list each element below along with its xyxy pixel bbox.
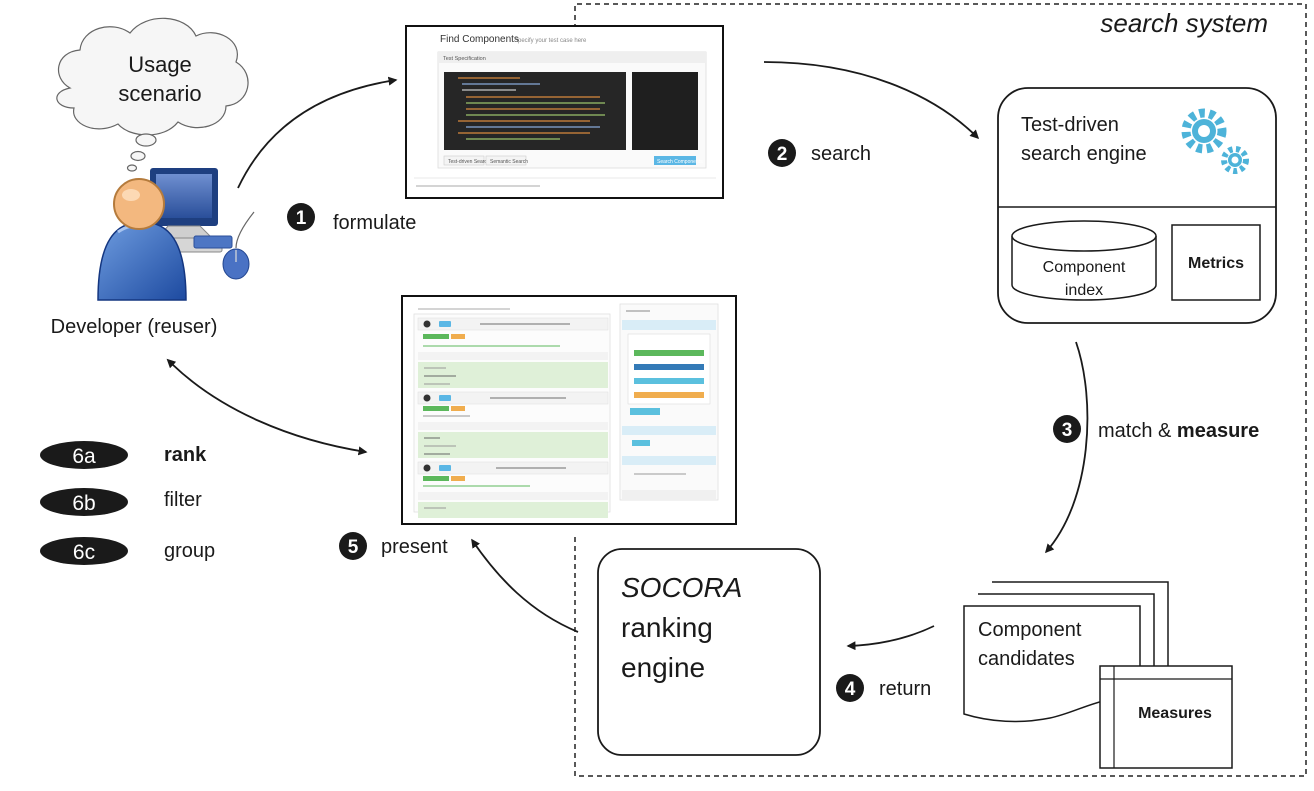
result-card-1 bbox=[417, 317, 609, 388]
step-4-num: 4 bbox=[845, 679, 856, 700]
step-4-label: return bbox=[879, 678, 931, 700]
find-components-subtitle: Specify your test case here bbox=[514, 38, 587, 44]
step-1-num: 1 bbox=[296, 208, 307, 229]
action-6a: 6a rank bbox=[40, 441, 207, 469]
usage-scenario-line1: Usage bbox=[128, 52, 192, 77]
ranking-line3: engine bbox=[621, 652, 705, 683]
metrics-box bbox=[1171, 224, 1261, 301]
flow-arrows bbox=[166, 61, 1089, 651]
step-2-num: 2 bbox=[777, 144, 788, 165]
measures-table bbox=[1099, 665, 1233, 769]
action-6c: 6c group bbox=[40, 537, 215, 565]
search-engine-line2: search engine bbox=[1021, 143, 1147, 165]
action-6a-label: rank bbox=[164, 444, 207, 466]
measures-label: Measures bbox=[1138, 705, 1212, 722]
usage-scenario-line2: scenario bbox=[118, 81, 201, 106]
candidates-line2: candidates bbox=[978, 648, 1075, 670]
action-6a-tag: 6a bbox=[72, 445, 96, 468]
candidates-line1: Component bbox=[978, 619, 1082, 641]
result-card-2 bbox=[417, 391, 609, 458]
search-system-boundary: search system bbox=[574, 3, 1307, 777]
action-6b-label: filter bbox=[164, 489, 202, 511]
find-components-screen: Find Components Specify your test case h… bbox=[405, 25, 724, 199]
arrow-present bbox=[471, 538, 579, 633]
step-3: 3 match & measure bbox=[1053, 415, 1259, 443]
action-6c-label: group bbox=[164, 540, 215, 562]
component-index-cylinder: Component index bbox=[1011, 220, 1157, 301]
ranking-line1: SOCORA bbox=[621, 572, 742, 603]
arrow-search bbox=[763, 61, 980, 140]
search-system-label: search system bbox=[1100, 8, 1268, 38]
results-screen bbox=[401, 295, 737, 525]
component-index-line1: Component bbox=[1043, 259, 1126, 276]
test-spec-panel-title: Test Specification bbox=[443, 56, 486, 62]
step-5: 5 present bbox=[339, 532, 448, 560]
step-4: 4 return bbox=[836, 674, 931, 702]
step-5-label: present bbox=[381, 536, 448, 558]
developer-icon: Developer (reuser) bbox=[51, 168, 255, 338]
step-2-label: search bbox=[811, 143, 871, 165]
search-engine-line1: Test-driven bbox=[1021, 114, 1119, 136]
metrics-label: Metrics bbox=[1188, 255, 1244, 272]
usage-scenario-cloud: Usage scenario bbox=[56, 17, 249, 172]
btn-test-driven[interactable]: Test-driven Search bbox=[448, 159, 490, 165]
step-3-num: 3 bbox=[1062, 420, 1073, 441]
search-engine-box: Test-driven search engine Component inde… bbox=[997, 87, 1277, 324]
step-1-label: formulate bbox=[333, 212, 416, 234]
step-2: 2 search bbox=[768, 139, 871, 167]
component-index-line2: index bbox=[1065, 282, 1103, 299]
action-6b: 6b filter bbox=[40, 488, 202, 516]
btn-semantic[interactable]: Semantic Search bbox=[490, 159, 528, 165]
action-6c-tag: 6c bbox=[73, 541, 95, 564]
arrow-return bbox=[846, 625, 935, 651]
arrow-formulate bbox=[237, 76, 398, 189]
ranking-line2: ranking bbox=[621, 612, 713, 643]
arrow-interact bbox=[166, 358, 368, 456]
step-3-label: match & measure bbox=[1098, 420, 1259, 442]
arrow-match-measure bbox=[1045, 341, 1089, 554]
developer-label: Developer (reuser) bbox=[51, 316, 218, 338]
ranking-engine-box: SOCORA ranking engine bbox=[597, 548, 821, 756]
btn-search-components[interactable]: Search Components bbox=[657, 159, 703, 165]
action-6b-tag: 6b bbox=[72, 492, 95, 515]
component-candidates: Component candidates Measures bbox=[963, 581, 1233, 769]
step-5-num: 5 bbox=[348, 537, 359, 558]
find-components-title: Find Components bbox=[440, 34, 519, 45]
result-card-3 bbox=[417, 461, 609, 518]
gears-icon bbox=[1181, 108, 1249, 174]
step-1: 1 formulate bbox=[287, 203, 416, 234]
